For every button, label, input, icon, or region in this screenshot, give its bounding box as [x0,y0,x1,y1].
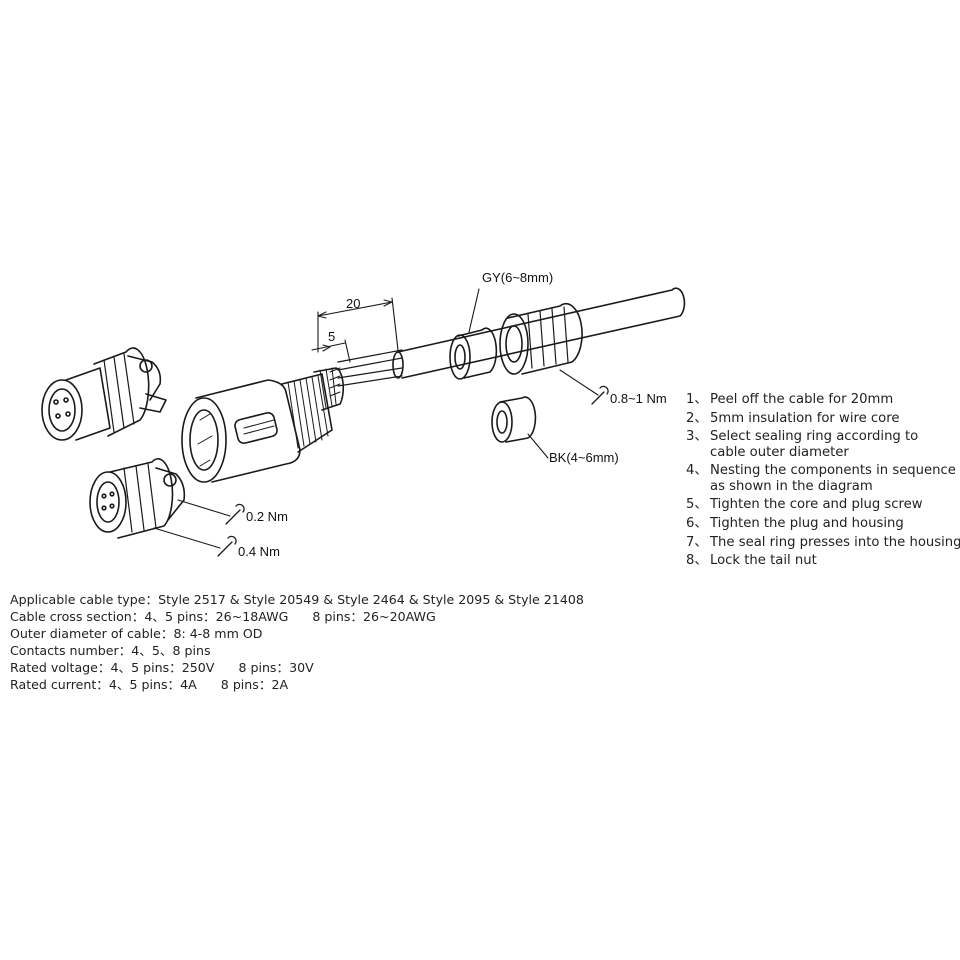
step-number: 3、 [686,429,708,445]
black-seal-ring [491,396,549,459]
dimension-lines [311,297,399,363]
wrench-icon [225,503,245,525]
wrench-icon [217,535,237,557]
step-number: 1、 [686,392,708,407]
assembly-step: 6、Tighten the plug and housing [686,516,954,532]
step-text: The seal ring presses into the housing [710,534,960,550]
assembly-step: 8、Lock the tail nut [686,553,954,569]
step-text: Lock the tail nut [710,553,817,569]
wrench-icon [591,385,609,405]
core-screw-torque-label: 0.2 Nm [246,509,288,524]
assembly-step: 1、Peel off the cable for 20mm [686,392,954,408]
spec-line: Rated current：4、5 pins：4A 8 pins：2A [10,677,289,692]
step-text: Tighten the plug and housing [710,516,904,532]
spec-line: Outer diameter of cable：8: 4-8 mm OD [10,626,263,641]
spec-line: Applicable cable type：Style 2517 & Style… [10,592,584,607]
step-text: Select sealing ring according to [710,429,919,445]
spec-line: Cable cross section：4、5 pins：26~18AWG 8 … [10,609,436,624]
spec-line: Contacts number：4、5、8 pins [10,643,211,658]
grey-seal-label: GY(6~8mm) [482,270,553,285]
step-number: 2、 [686,410,708,426]
male-insert [41,347,167,441]
female-insert [89,458,231,549]
specifications: Applicable cable type：Style 2517 & Style… [10,591,630,693]
assembly-step: 7、The seal ring presses into the housing [686,534,960,551]
step-subtext: cable outer diameter [710,444,849,460]
step-text: Tighten the core and plug screw [710,497,923,513]
black-seal-label: BK(4~6mm) [549,450,619,465]
step-number: 8、 [686,553,708,569]
step-number: 5、 [686,497,708,513]
cable [329,287,686,397]
plug-housing-torque-label: 0.4 Nm [238,544,280,559]
step-text: Nesting the components in sequence [710,463,956,479]
tail-nut [499,303,599,396]
step-number: 4、 [686,463,708,479]
step-subtext: as shown in the diagram [710,478,873,494]
step-text: Peel off the cable for 20mm [710,392,894,407]
step-number: 6、 [686,516,708,532]
plug-housing [181,367,345,483]
spec-line: Rated voltage：4、5 pins：250V 8 pins：30V [10,660,314,675]
peel-length-label: 20 [346,296,360,311]
grey-seal-ring [449,288,498,380]
step-text: 5mm insulation for wire core [710,410,900,426]
step-number: 7、 [686,534,708,550]
insulation-length-label: 5 [328,329,335,344]
tail-nut-torque-label: 0.8~1 Nm [610,391,667,406]
assembly-step: 5、Tighten the core and plug screw [686,497,954,513]
assembly-step: 2、5mm insulation for wire core [686,411,954,427]
